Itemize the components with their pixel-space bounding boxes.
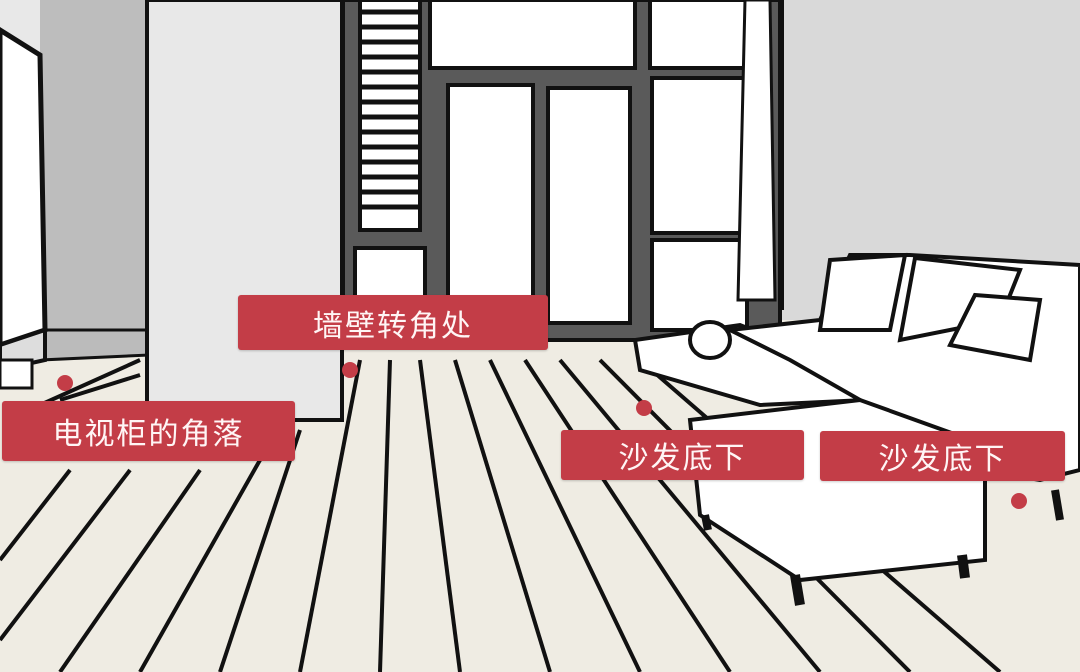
marker-under-sofa-2 bbox=[1011, 493, 1027, 509]
marker-tv-cabinet-corner bbox=[57, 375, 73, 391]
label-under-sofa-1: 沙发底下 bbox=[561, 430, 804, 480]
label-wall-corner: 墙壁转角处 bbox=[238, 295, 548, 350]
marker-wall-corner bbox=[342, 362, 358, 378]
marker-under-sofa-1 bbox=[636, 400, 652, 416]
label-under-sofa-2: 沙发底下 bbox=[820, 431, 1065, 481]
label-tv-cabinet-corner: 电视柜的角落 bbox=[2, 401, 295, 461]
